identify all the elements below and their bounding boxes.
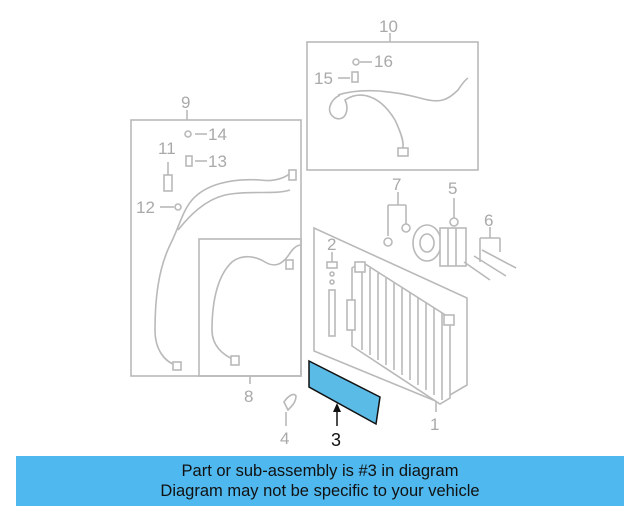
callout-2: 2 [327,235,336,254]
info-banner: Part or sub-assembly is #3 in diagram Di… [16,456,624,506]
callout-13: 13 [208,152,227,171]
highlighted-seal-part-3 [308,359,381,426]
callout-16: 16 [374,52,393,71]
callout-12: 12 [136,198,155,217]
callout-14: 14 [208,125,227,144]
callout-7: 7 [392,175,401,194]
callout-1: 1 [430,415,439,434]
callout-6: 6 [484,211,493,230]
callout-15: 15 [314,69,333,88]
condenser-1 [313,226,468,412]
banner-line-2: Diagram may not be specific to your vehi… [160,482,480,500]
compressor-5 [383,192,467,267]
part-3-arrow-icon [333,403,341,412]
part-3-highlighted: 3 [308,359,381,450]
hose-assembly-9 [130,110,302,377]
hose-assembly-10 [306,33,479,171]
receiver-drier-2 [326,252,338,337]
callout-8: 8 [244,387,253,406]
bolts-6 [463,227,517,281]
callout-9: 9 [181,93,190,112]
callout-3: 3 [331,430,341,450]
callout-4: 4 [280,429,289,448]
callout-5: 5 [448,179,457,198]
callout-10: 10 [379,17,398,36]
hose-assembly-8 [198,238,302,384]
callout-11: 11 [158,139,176,158]
bracket-4 [283,393,297,426]
banner-line-1: Part or sub-assembly is #3 in diagram [181,462,459,480]
